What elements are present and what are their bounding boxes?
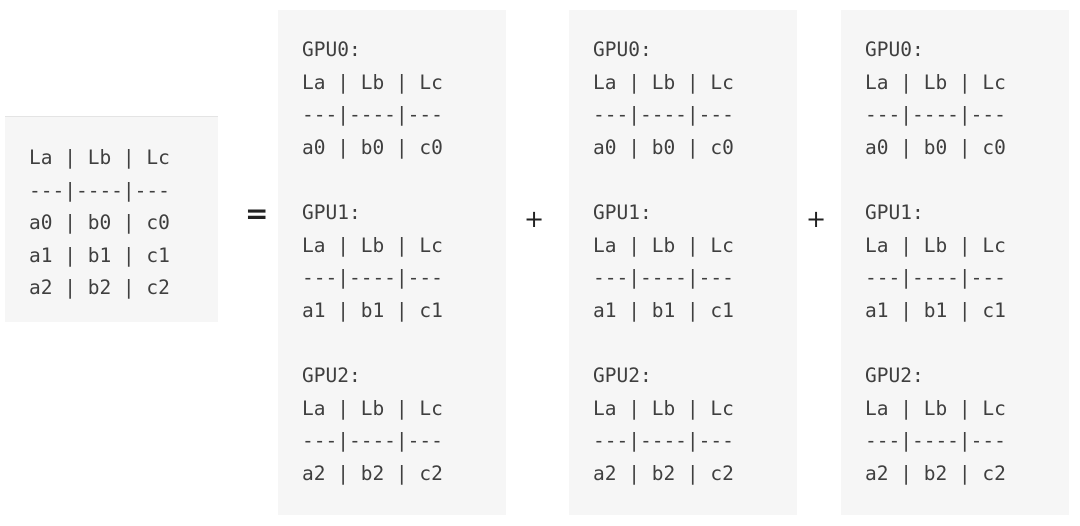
gpu-shard-text-3: GPU0: La | Lb | Lc ---|----|--- a0 | b0 … [865, 38, 1006, 485]
plus-sign-1: + [524, 205, 545, 233]
full-table-block: La | Lb | Lc ---|----|--- a0 | b0 | c0 a… [5, 116, 218, 322]
gpu-shard-text-2: GPU0: La | Lb | Lc ---|----|--- a0 | b0 … [593, 38, 734, 485]
gpu-shard-block-1: GPU0: La | Lb | Lc ---|----|--- a0 | b0 … [278, 10, 506, 515]
equals-sign: = [245, 197, 269, 230]
gpu-shard-block-2: GPU0: La | Lb | Lc ---|----|--- a0 | b0 … [569, 10, 797, 515]
gpu-shard-text-1: GPU0: La | Lb | Lc ---|----|--- a0 | b0 … [302, 38, 443, 485]
plus-sign-2: + [806, 205, 827, 233]
gpu-shard-block-3: GPU0: La | Lb | Lc ---|----|--- a0 | b0 … [841, 10, 1069, 515]
full-table-text: La | Lb | Lc ---|----|--- a0 | b0 | c0 a… [29, 146, 170, 300]
